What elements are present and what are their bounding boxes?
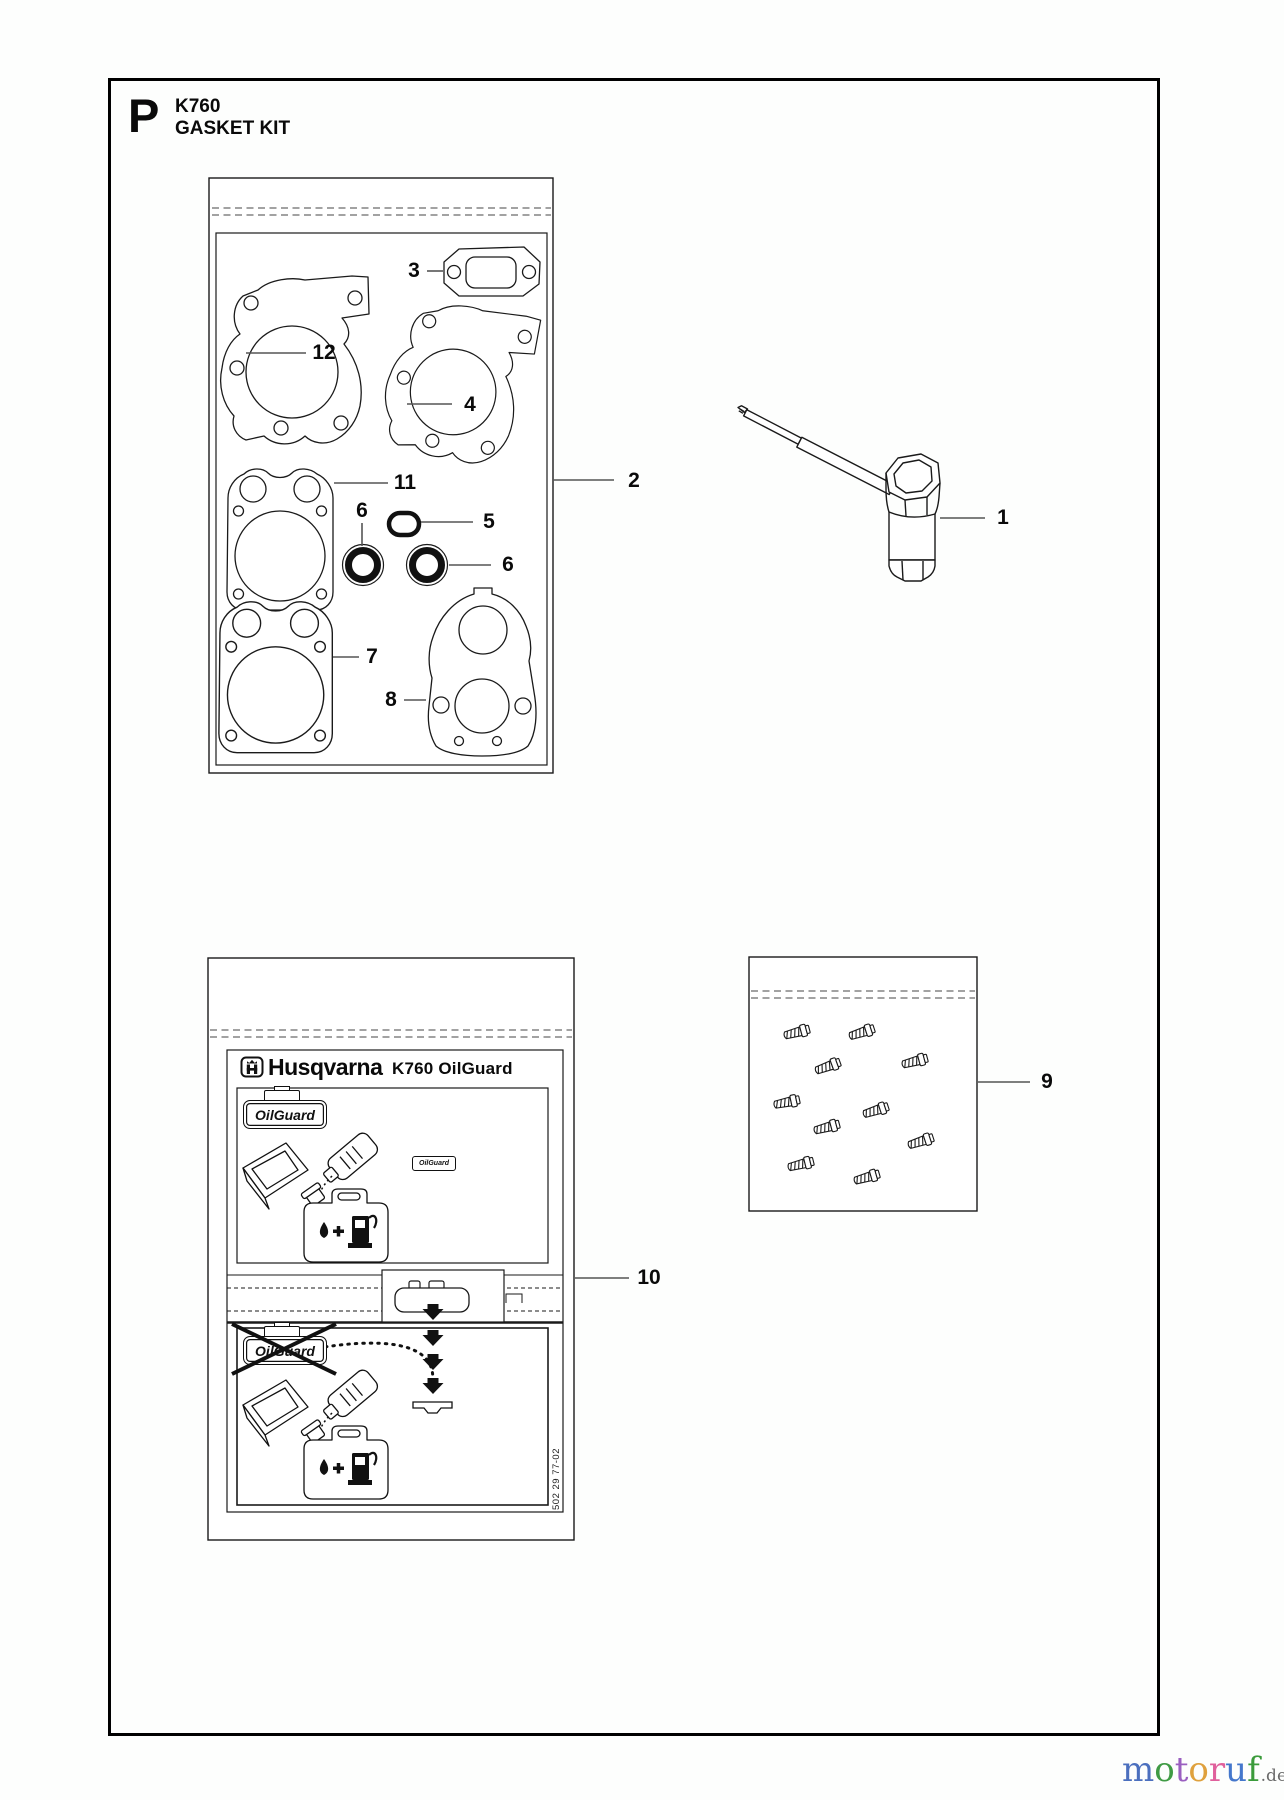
oilguard-small-sticker: OilGuard xyxy=(412,1156,456,1171)
spark-plug-wrench xyxy=(737,405,941,582)
page-title: GASKET KIT xyxy=(175,118,291,139)
callout-6-oring-left: 6 xyxy=(356,499,368,522)
husqvarna-brand-text: Husqvarna xyxy=(268,1053,383,1080)
screw-bag xyxy=(748,956,978,1212)
oil-seal-right xyxy=(405,543,449,587)
oil-seal-left xyxy=(341,543,385,587)
callout-7-cylinder-gasket: 7 xyxy=(366,645,378,668)
callout-12-crankcase-gasket: 12 xyxy=(312,341,336,364)
watermark-letter: f xyxy=(1247,1750,1260,1790)
carburetor-gasket xyxy=(427,587,537,757)
callout-2-gasket-bag: 2 xyxy=(628,469,640,492)
muffler-gasket xyxy=(443,246,541,297)
watermark-letter: r xyxy=(1208,1750,1226,1790)
callout-8-carb-gasket: 8 xyxy=(385,688,397,711)
section-letter: P xyxy=(128,89,159,142)
watermark-letter: o xyxy=(1188,1750,1209,1790)
callout-1-tool: 1 xyxy=(997,506,1009,529)
watermark-word: motoruf xyxy=(1122,1750,1260,1790)
callout-6-oring-right: 6 xyxy=(502,553,514,576)
watermark-link[interactable]: motoruf.de xyxy=(1122,1750,1284,1790)
callout-11-cylinder-gasket: 11 xyxy=(393,471,417,494)
prohibition-cross-icon xyxy=(231,1322,337,1376)
watermark-letter: m xyxy=(1122,1750,1155,1790)
callout-5-seal: 5 xyxy=(483,510,495,533)
small-seal-ring xyxy=(386,510,422,538)
cylinder-gasket-lower xyxy=(218,601,334,754)
cylinder-gasket-upper xyxy=(226,468,334,611)
oilguard-badge: OilGuard xyxy=(243,1100,327,1129)
pour-arrows xyxy=(316,1304,453,1414)
oilguard-product-title: K760 OilGuard xyxy=(392,1059,513,1078)
watermark-suffix: .de xyxy=(1260,1766,1284,1786)
fill-tray-icon xyxy=(412,1401,453,1414)
label-part-number: 502 29 77-02 xyxy=(551,1448,562,1510)
callout-leaders xyxy=(246,270,1030,1279)
oilguard-bag xyxy=(207,957,575,1541)
page-border-frame xyxy=(108,78,1160,1736)
model-heading: K760 xyxy=(175,96,221,117)
watermark-letter: t xyxy=(1174,1750,1189,1790)
dotted-flow-path xyxy=(316,1341,435,1396)
watermark-letter: u xyxy=(1225,1750,1248,1790)
callout-3-muffler-gasket: 3 xyxy=(408,259,420,282)
watermark-letter: o xyxy=(1154,1750,1175,1790)
callout-10-oilguard-label: 10 xyxy=(637,1266,661,1289)
husqvarna-brand-row: Husqvarna xyxy=(240,1053,383,1081)
callout-4-crankcase-gasket: 4 xyxy=(464,393,476,416)
callout-9-screw-bag: 9 xyxy=(1041,1070,1053,1093)
husqvarna-crown-logo-icon xyxy=(240,1056,264,1078)
crankcase-gasket-left xyxy=(219,275,370,445)
